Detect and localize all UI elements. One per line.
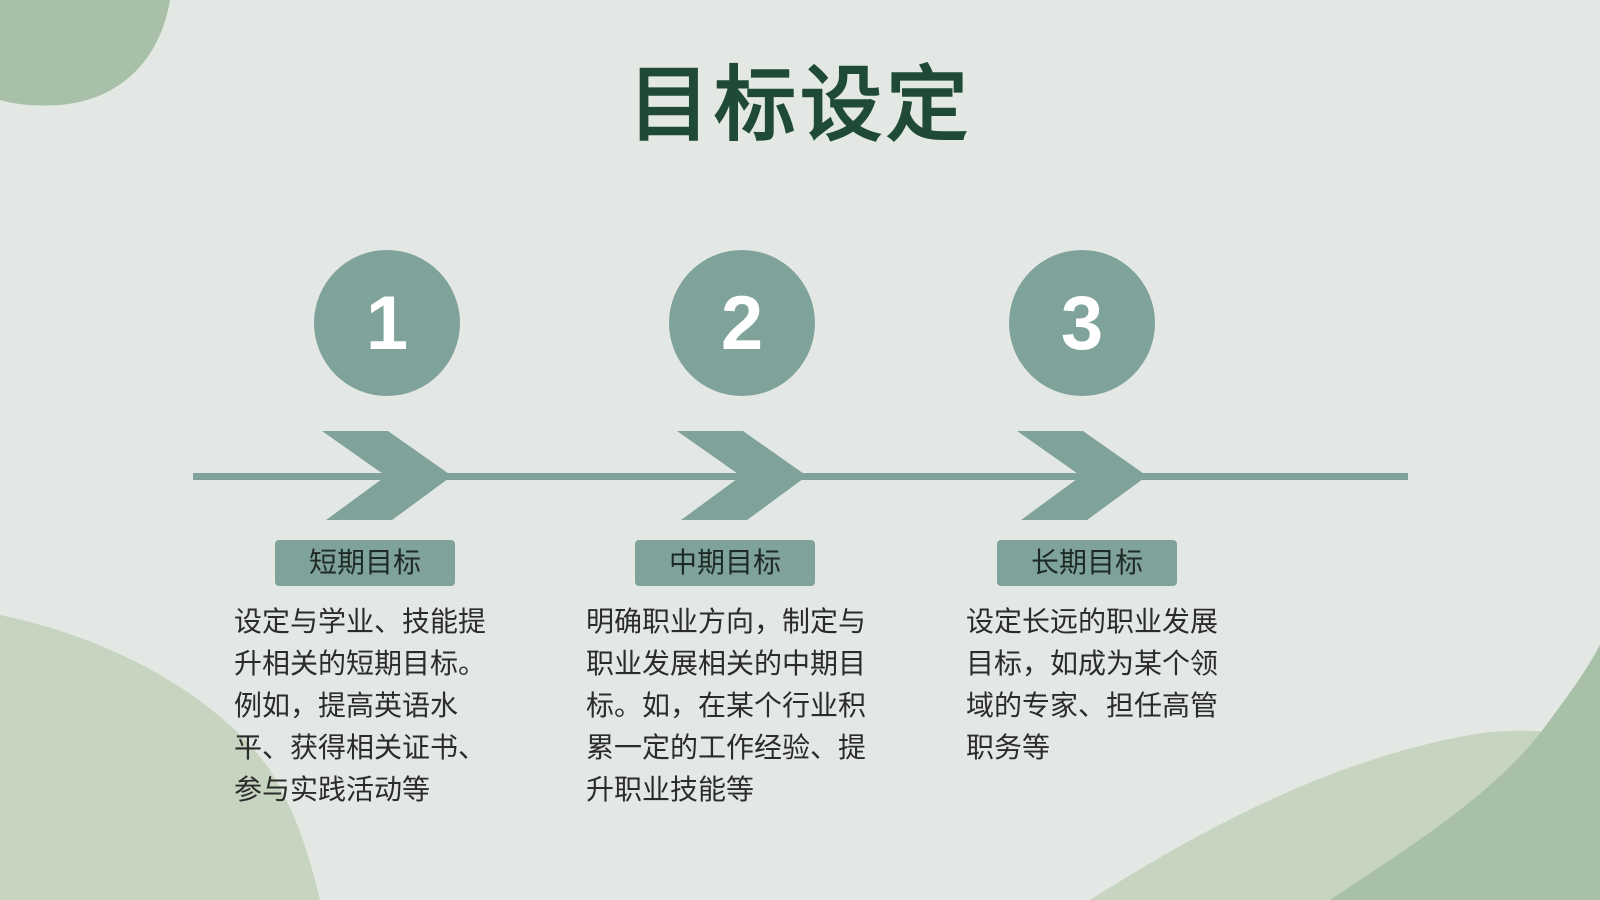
chevron-right-icon [677,431,807,520]
bottom-left-blob [0,615,320,900]
step-3-description: 设定长远的职业发展 目标，如成为某个领 域的专家、担任高管 职务等 [966,605,1219,764]
step-2-label: 中期目标 [635,540,815,586]
top-left-blob [0,0,170,106]
chevron-right-icon [322,431,452,520]
step-3-label: 长期目标 [997,540,1177,586]
step-2-number-badge: 2 [669,250,815,396]
timeline [193,431,1408,520]
step-3-number-badge: 3 [1009,250,1155,396]
step-1-number-badge: 1 [314,250,460,396]
chevron-right-icon [1017,431,1147,520]
step-1-description: 设定与学业、技能提 升相关的短期目标。 例如，提高英语水 平、获得相关证书、 参… [234,605,487,806]
page-title: 目标设定 [627,58,972,153]
bottom-right-blob-dark [1330,645,1600,900]
step-1-label: 短期目标 [275,540,455,586]
step-2-description: 明确职业方向，制定与 职业发展相关的中期目 标。如，在某个行业积 累一定的工作经… [586,605,867,806]
